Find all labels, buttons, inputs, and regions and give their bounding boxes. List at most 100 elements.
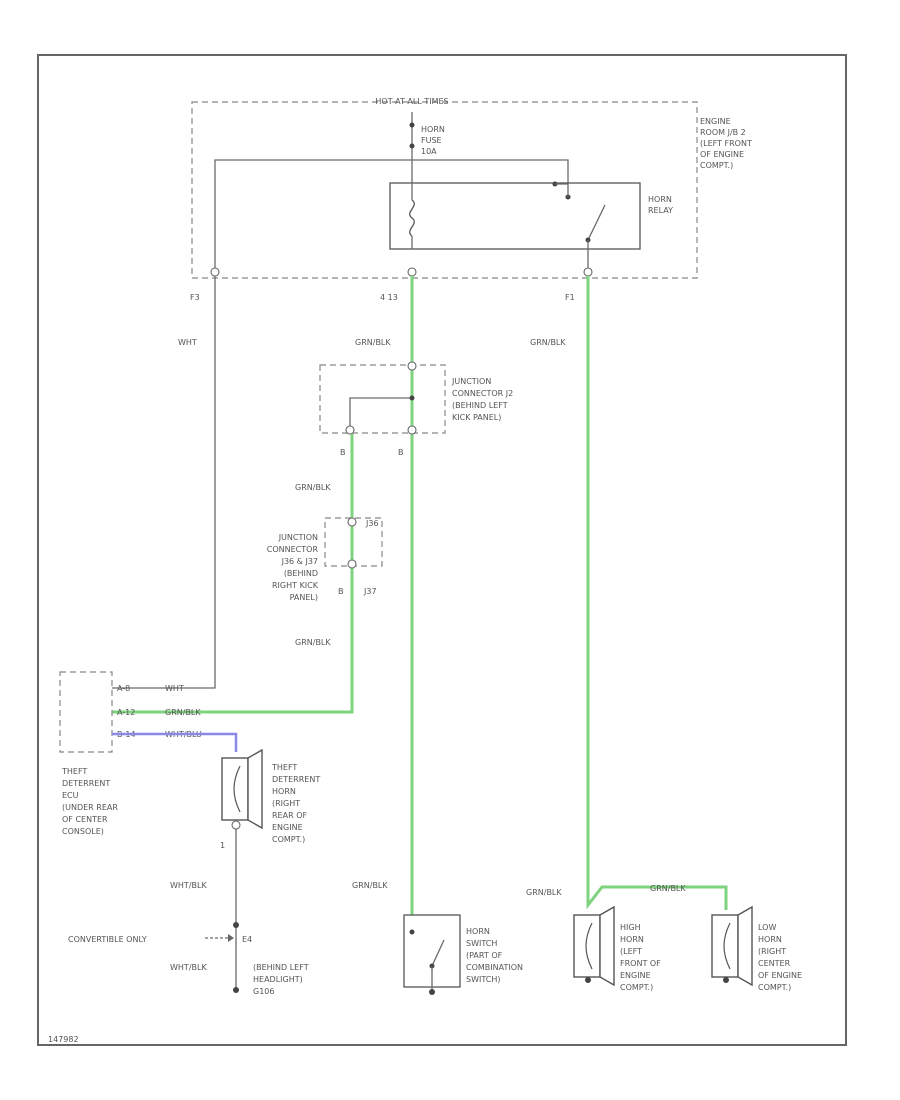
svg-text:COMPT.): COMPT.) bbox=[620, 983, 653, 992]
svg-text:SWITCH): SWITCH) bbox=[466, 975, 501, 984]
svg-text:(RIGHT: (RIGHT bbox=[272, 799, 300, 808]
pin-f3-label: F3 bbox=[190, 293, 200, 302]
svg-text:THEFT: THEFT bbox=[271, 763, 297, 772]
theft-ecu-label: THEFT DETERRENT ECU (UNDER REAR OF CENTE… bbox=[61, 767, 118, 836]
svg-text:JUNCTION: JUNCTION bbox=[451, 377, 491, 386]
svg-text:DETERRENT: DETERRENT bbox=[272, 775, 320, 784]
e4-label: E4 bbox=[242, 935, 252, 944]
grn-blk-label-6: GRN/BLK bbox=[352, 881, 388, 890]
horn-switch-blade bbox=[431, 939, 445, 967]
svg-text:CONNECTOR J2: CONNECTOR J2 bbox=[452, 389, 513, 398]
junction-j36-label: JUNCTION CONNECTOR J36 & J37 (BEHIND RIG… bbox=[267, 533, 319, 602]
pin-4-13-label: 4 13 bbox=[380, 293, 398, 302]
theft-horn-pin bbox=[231, 820, 241, 830]
junction-j2-splice bbox=[409, 395, 415, 401]
svg-text:HIGH: HIGH bbox=[620, 923, 641, 932]
svg-text:COMBINATION: COMBINATION bbox=[466, 963, 523, 972]
grn-blk-label-4: GRN/BLK bbox=[295, 638, 331, 647]
horn-switch-ground-dot bbox=[429, 989, 435, 995]
theft-horn-icon bbox=[221, 748, 263, 830]
ground-location-label: (BEHIND LEFT HEADLIGHT) G106 bbox=[253, 963, 309, 996]
svg-text:KICK PANEL): KICK PANEL) bbox=[452, 413, 501, 422]
svg-text:HORN: HORN bbox=[648, 195, 672, 204]
ground-point-dot bbox=[233, 987, 239, 993]
svg-text:ENGINE: ENGINE bbox=[700, 117, 731, 126]
low-horn-ground-dot bbox=[723, 977, 729, 983]
svg-text:ROOM J/B 2: ROOM J/B 2 bbox=[700, 128, 746, 137]
theft-horn-label: THEFT DETERRENT HORN (RIGHT REAR OF ENGI… bbox=[271, 763, 320, 844]
svg-text:RELAY: RELAY bbox=[648, 206, 673, 215]
junction-j2-out-left bbox=[345, 425, 355, 435]
svg-text:SWITCH: SWITCH bbox=[466, 939, 497, 948]
wht-wire-label-1: WHT bbox=[178, 338, 197, 347]
hot-at-all-times-label: HOT AT ALL TIMES bbox=[375, 97, 448, 106]
pin-b-right-label: B bbox=[398, 448, 404, 457]
theft-ecu-dashed-box bbox=[59, 671, 113, 753]
grn-blk-ecu-wire bbox=[112, 434, 354, 714]
wht-blk-label-2: WHT/BLK bbox=[170, 963, 207, 972]
svg-text:HEADLIGHT): HEADLIGHT) bbox=[253, 975, 303, 984]
svg-text:10A: 10A bbox=[421, 147, 437, 156]
horn-relay-box bbox=[389, 182, 641, 250]
high-horn-icon bbox=[573, 905, 615, 987]
junction-j2-label: JUNCTION CONNECTOR J2 (BEHIND LEFT KICK … bbox=[451, 377, 513, 422]
pin-b-left-label: B bbox=[340, 448, 346, 457]
svg-text:HORN: HORN bbox=[421, 125, 445, 134]
svg-text:COMPT.): COMPT.) bbox=[700, 161, 733, 170]
svg-text:JUNCTION: JUNCTION bbox=[278, 533, 318, 542]
svg-text:OF ENGINE: OF ENGINE bbox=[758, 971, 802, 980]
svg-text:OF ENGINE: OF ENGINE bbox=[700, 150, 744, 159]
svg-text:REAR OF: REAR OF bbox=[272, 811, 307, 820]
convertible-only-label: CONVERTIBLE ONLY bbox=[68, 935, 147, 944]
junction-j2-internal-wire bbox=[349, 397, 412, 428]
svg-text:(BEHIND LEFT: (BEHIND LEFT bbox=[253, 963, 309, 972]
svg-text:(LEFT: (LEFT bbox=[620, 947, 642, 956]
engine-jb-dashed-box bbox=[191, 101, 698, 279]
svg-text:OF CENTER: OF CENTER bbox=[62, 815, 108, 824]
svg-text:DETERRENT: DETERRENT bbox=[62, 779, 110, 788]
relay-switch-blade bbox=[587, 204, 606, 241]
diagram-frame bbox=[37, 54, 847, 1046]
svg-text:(RIGHT: (RIGHT bbox=[758, 947, 786, 956]
pin-f1-connector bbox=[583, 267, 593, 277]
svg-text:ENGINE: ENGINE bbox=[272, 823, 303, 832]
wht-blk-label-1: WHT/BLK bbox=[170, 881, 207, 890]
svg-text:FUSE: FUSE bbox=[421, 136, 442, 145]
svg-text:(BEHIND: (BEHIND bbox=[284, 569, 318, 578]
ecu-pin-1-label: A-8 bbox=[117, 684, 130, 693]
low-horn-icon bbox=[711, 905, 753, 987]
svg-text:CONSOLE): CONSOLE) bbox=[62, 827, 104, 836]
horn-fuse-label: HORN FUSE 10A bbox=[421, 125, 445, 156]
pin-j36-label: J36 bbox=[365, 519, 379, 528]
svg-text:(UNDER REAR: (UNDER REAR bbox=[62, 803, 118, 812]
pin-4-13-connector bbox=[407, 267, 417, 277]
engine-jb-label: ENGINE ROOM J/B 2 (LEFT FRONT OF ENGINE … bbox=[700, 117, 752, 170]
svg-text:J36 & J37: J36 & J37 bbox=[281, 557, 318, 566]
svg-text:HORN: HORN bbox=[466, 927, 490, 936]
wht-blu-wire bbox=[112, 732, 238, 752]
diagram-id-label: 147982 bbox=[48, 1035, 79, 1044]
svg-text:HORN: HORN bbox=[620, 935, 644, 944]
svg-text:ENGINE: ENGINE bbox=[620, 971, 651, 980]
svg-text:CENTER: CENTER bbox=[758, 959, 791, 968]
junction-j37-pin bbox=[347, 559, 357, 569]
pin-j37-label: J37 bbox=[363, 587, 377, 596]
low-horn-label: LOW HORN (RIGHT CENTER OF ENGINE COMPT.) bbox=[758, 923, 802, 992]
grn-blk-label-8: GRN/BLK bbox=[650, 884, 686, 893]
grn-blk-label-7: GRN/BLK bbox=[526, 888, 562, 897]
svg-text:HORN: HORN bbox=[758, 935, 782, 944]
wht-wire-label-2: WHT bbox=[165, 684, 184, 693]
fuse-terminal-bottom bbox=[409, 143, 415, 149]
svg-text:HORN: HORN bbox=[272, 787, 296, 796]
junction-j2-out-right bbox=[407, 425, 417, 435]
relay-coil-icon bbox=[409, 199, 415, 237]
horn-switch-contact-top bbox=[409, 929, 415, 935]
junction-j2-in-pin bbox=[407, 361, 417, 371]
fuse-terminal-top bbox=[409, 122, 415, 128]
relay-contact-link bbox=[555, 183, 569, 197]
high-horn-label: HIGH HORN (LEFT FRONT OF ENGINE COMPT.) bbox=[620, 923, 661, 992]
high-horn-ground-dot bbox=[585, 977, 591, 983]
junction-j2-dashed-box bbox=[319, 364, 446, 434]
grn-blk-label-2: GRN/BLK bbox=[530, 338, 566, 347]
